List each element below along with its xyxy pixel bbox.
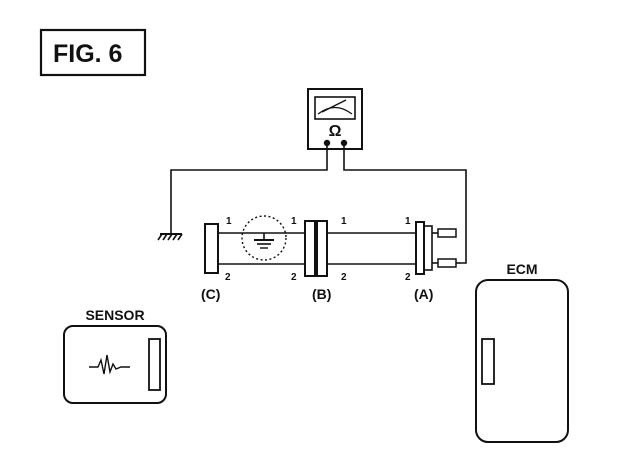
pin-c-1: 1: [226, 216, 232, 227]
pin-b-right-2: 2: [341, 272, 347, 283]
connector-a: [415, 221, 433, 275]
ecm-box: [475, 279, 569, 443]
sensor-box: [63, 325, 167, 404]
meter-lead-right: [343, 145, 467, 264]
pin-a-2: 2: [405, 272, 411, 283]
pin-c-2: 2: [225, 272, 231, 283]
ecm-label: ECM: [506, 261, 537, 277]
pin-b-left-2: 2: [291, 272, 297, 283]
ohmmeter: [307, 88, 363, 150]
connector-c: [204, 223, 219, 274]
meter-lead-left: [170, 145, 328, 234]
pin-a-1: 1: [405, 216, 411, 227]
ground-symbol: [157, 233, 183, 241]
connector-a-label: (A): [414, 286, 433, 302]
meter-ohm-symbol: Ω: [329, 123, 342, 140]
sensor-label: SENSOR: [85, 307, 144, 323]
figure-title-box: [39, 28, 147, 77]
figure-title: FIG. 6: [53, 40, 122, 68]
probe-tips: [432, 228, 461, 268]
connector-b: [304, 220, 328, 277]
connector-c-label: (C): [201, 286, 220, 302]
pin-b-left-1: 1: [291, 216, 297, 227]
short-to-ground-indicator: [241, 215, 287, 261]
wire-c-b: [218, 232, 305, 265]
wire-b-a: [327, 232, 416, 265]
pin-b-right-1: 1: [341, 216, 347, 227]
connector-b-label: (B): [312, 286, 331, 302]
